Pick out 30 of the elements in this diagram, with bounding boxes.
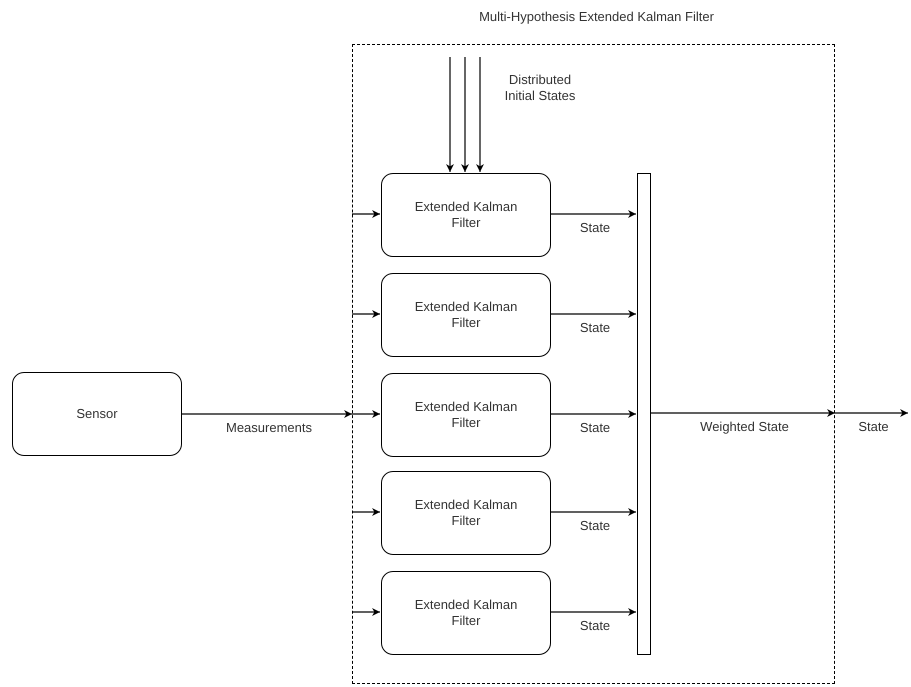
process-box bbox=[381, 571, 551, 655]
process-box bbox=[381, 173, 551, 257]
group-title: Multi-Hypothesis Extended Kalman Filter bbox=[478, 9, 715, 25]
box-label: Extended Kalman Filter bbox=[414, 596, 518, 630]
arrow bbox=[352, 310, 380, 318]
box-label: Extended Kalman Filter bbox=[414, 298, 518, 332]
box-label: Extended Kalman Filter bbox=[414, 398, 518, 432]
arrow bbox=[352, 410, 380, 418]
arrow bbox=[550, 608, 636, 616]
arrow bbox=[550, 410, 636, 418]
arrow bbox=[550, 310, 636, 318]
arrow bbox=[461, 57, 469, 172]
process-box bbox=[381, 471, 551, 555]
combiner-bar bbox=[637, 173, 651, 655]
arrow bbox=[446, 57, 454, 172]
process-box bbox=[12, 372, 182, 456]
box-label: Extended Kalman Filter bbox=[414, 496, 518, 530]
arrow bbox=[352, 608, 380, 616]
arrow bbox=[182, 410, 352, 418]
arrow bbox=[835, 409, 908, 417]
arrow bbox=[550, 210, 636, 218]
process-box bbox=[381, 373, 551, 457]
arrow bbox=[476, 57, 484, 172]
box-label: Sensor bbox=[75, 406, 119, 422]
arrow bbox=[352, 508, 380, 516]
arrow bbox=[550, 508, 636, 516]
process-box bbox=[381, 273, 551, 357]
arrow bbox=[650, 409, 835, 417]
box-label: Extended Kalman Filter bbox=[414, 198, 518, 232]
arrow bbox=[352, 210, 380, 218]
